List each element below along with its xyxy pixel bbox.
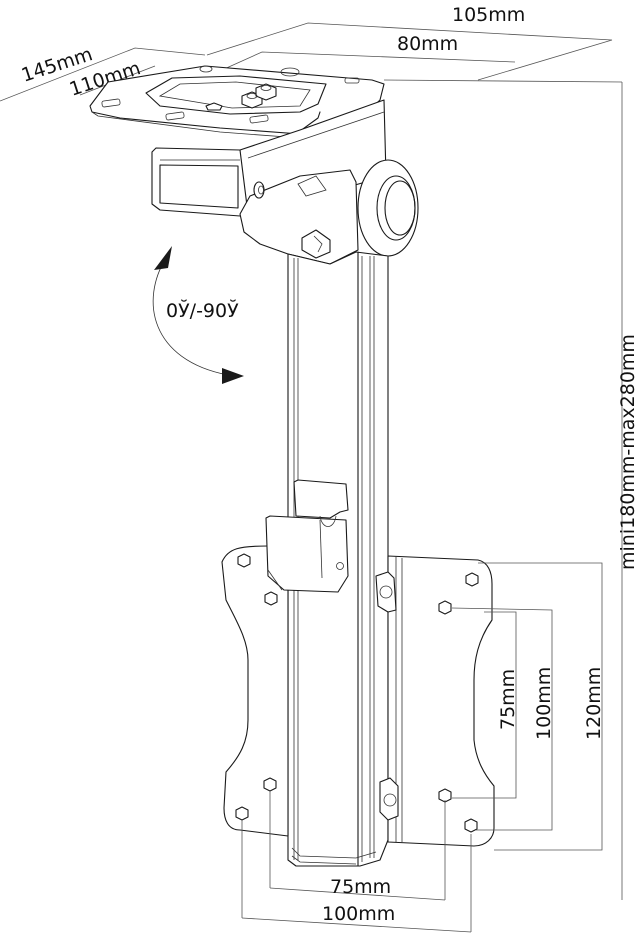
pole-clamp xyxy=(265,479,349,593)
vesa-vertical-120mm-label: 120mm xyxy=(583,667,605,740)
height-range-label: mini180mm-max280mm xyxy=(617,334,639,570)
vesa-horizontal-100mm-label: 100mm xyxy=(322,903,395,925)
tilt-range-label: 0Ў/-90Ў xyxy=(166,299,239,322)
arrow-up-icon xyxy=(154,246,172,270)
vesa-vertical-dimension-lines xyxy=(451,562,603,851)
dim-label-105mm: 105mm xyxy=(452,4,525,26)
dim-label-80mm: 80mm xyxy=(397,33,458,55)
ceiling-plate xyxy=(89,65,385,139)
vesa-horizontal-75mm-label: 75mm xyxy=(330,876,391,898)
vesa-plate xyxy=(221,545,495,847)
vesa-vertical-75mm-label: 75mm xyxy=(497,669,519,730)
arrow-right-icon xyxy=(222,368,244,384)
vesa-vertical-100mm-label: 100mm xyxy=(533,667,555,740)
vesa-horizontal-dimension-lines xyxy=(241,790,472,933)
tilt-head xyxy=(151,99,419,265)
tilt-arrow xyxy=(152,246,244,384)
ceiling-plate-dimension-lines xyxy=(0,22,623,900)
